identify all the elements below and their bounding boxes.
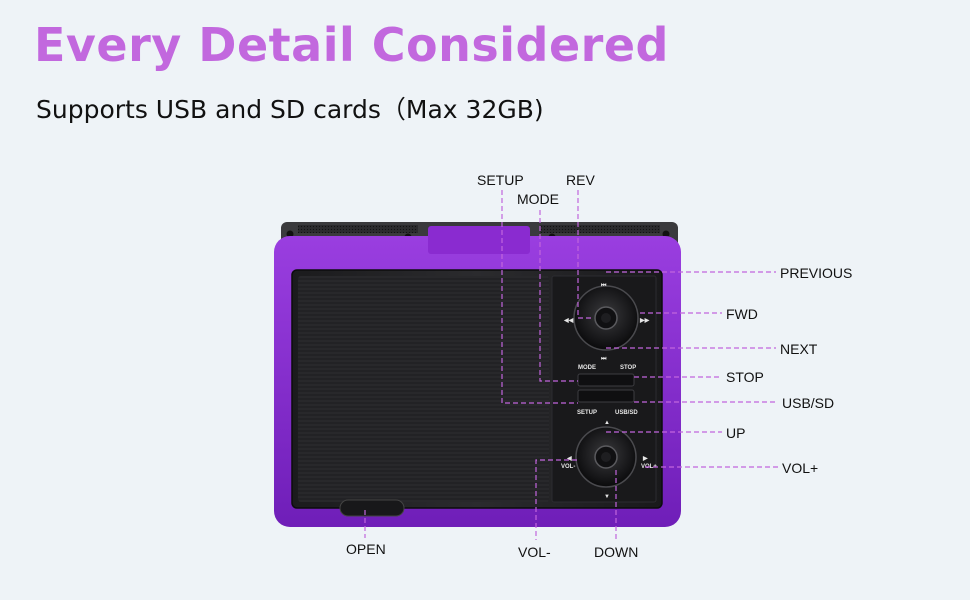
callout-next: NEXT [780, 341, 818, 357]
up-arrow-icon[interactable]: ▲ [604, 420, 610, 426]
callout-leader-lines [364, 190, 778, 540]
vol-minus-button-label: VOL- [561, 464, 575, 470]
next-icon[interactable]: ⏭ [601, 356, 607, 362]
callout-setup: SETUP [477, 172, 524, 188]
right-speaker-grille [540, 225, 660, 233]
left-speaker-grille [298, 225, 418, 233]
stop-button-label: STOP [620, 365, 636, 371]
hinge-clip [428, 226, 530, 254]
vol-minus-arrow-icon[interactable]: ◀ [566, 455, 572, 462]
open-button[interactable] [339, 499, 405, 517]
page-title: Every Detail Considered [34, 18, 669, 72]
callout-usb-sd: USB/SD [782, 395, 834, 411]
setup-usb-button[interactable] [577, 389, 635, 403]
callout-stop: STOP [726, 369, 764, 385]
fwd-icon[interactable]: ▶▶ [639, 317, 650, 324]
hinge-screw-right [662, 230, 670, 238]
callout-down: DOWN [594, 544, 638, 560]
callout-vol-minus: VOL- [518, 544, 551, 560]
callout-mode: MODE [517, 191, 559, 207]
vol-plus-arrow-icon[interactable]: ▶ [642, 455, 648, 462]
lid-brushed-surface [298, 276, 549, 502]
navigation-dial[interactable] [573, 285, 639, 351]
callout-vol-plus: VOL+ [782, 460, 818, 476]
callout-up: UP [726, 425, 745, 441]
callout-previous: PREVIOUS [780, 265, 852, 281]
setup-button-label: SETUP [577, 410, 597, 416]
callout-fwd: FWD [726, 306, 758, 322]
hinge-screw-left [286, 230, 294, 238]
usb-sd-button-label: USB/SD [615, 410, 638, 416]
previous-icon[interactable]: ⏮ [601, 283, 607, 289]
page-subtitle: Supports USB and SD cards（Max 32GB) [36, 95, 544, 124]
mode-stop-button[interactable] [577, 373, 635, 387]
callout-open: OPEN [346, 541, 386, 557]
rev-icon[interactable]: ◀◀ [563, 317, 574, 324]
callout-rev: REV [566, 172, 595, 188]
volume-dial[interactable] [575, 426, 637, 488]
mode-button-label: MODE [578, 365, 596, 371]
down-arrow-icon[interactable]: ▼ [604, 494, 610, 500]
